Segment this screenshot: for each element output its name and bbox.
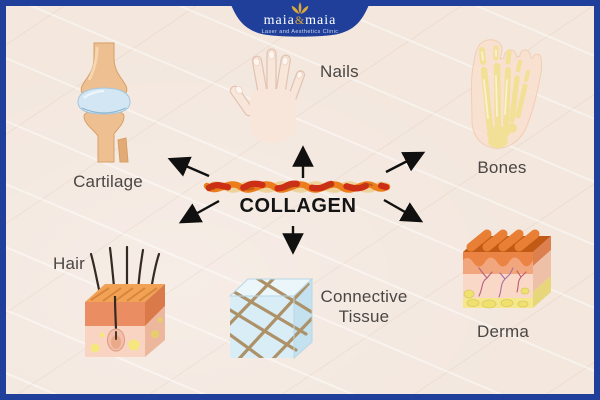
collagen-fiber-illustration (203, 180, 391, 193)
derma-label: Derma (476, 322, 529, 341)
arrow-to-derma (383, 198, 424, 223)
arrow-to-bones (385, 151, 426, 174)
derma-skin-illustration (463, 229, 551, 309)
brand-banner: maia&maia Laser and Aesthetics Clinic (229, 0, 371, 42)
hair-label: Hair (53, 254, 85, 273)
cartilage-knee-illustration (77, 42, 131, 163)
banner-shape (229, 0, 371, 37)
lotus-icon (291, 2, 309, 15)
bones-label: Bones (477, 158, 527, 177)
brand-name-first: maia (263, 13, 295, 28)
brand-name: maia&maia (229, 13, 371, 29)
nails-hand-illustration (229, 48, 306, 143)
brand-ampersand: & (294, 13, 306, 27)
cartilage-label: Cartilage (73, 172, 143, 191)
bones-foot-illustration (471, 39, 543, 149)
nails-label: Nails (320, 62, 359, 81)
brand-name-second: maia (305, 13, 337, 28)
collagen-title: COLLAGEN (239, 195, 357, 217)
brand-tagline: Laser and Aesthetics Clinic (261, 29, 339, 35)
hair-skin-illustration (85, 245, 165, 357)
connective-tissue-illustration (228, 277, 314, 360)
connective-tissue-label: Connective Tissue (320, 287, 408, 327)
